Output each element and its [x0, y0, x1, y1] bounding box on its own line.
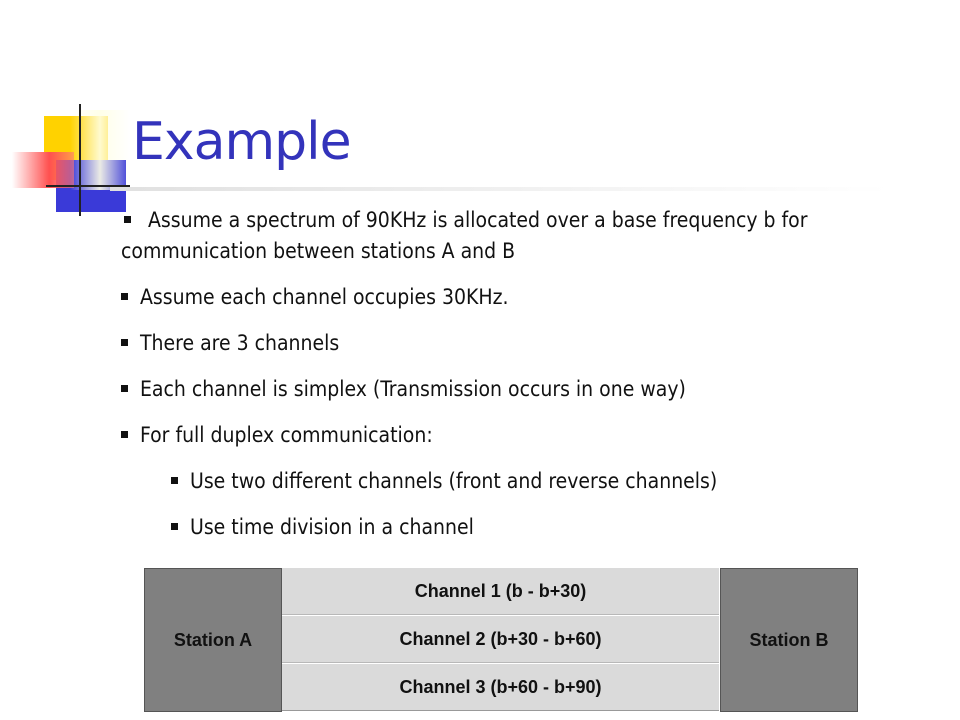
- square-bullet-icon: [121, 339, 128, 346]
- station-a-box: Station A: [144, 568, 282, 712]
- bullet-item: Assume each channel occupies 30KHz.: [121, 282, 941, 313]
- bullet-item: Assume a spectrum of 90KHz is allocated …: [121, 205, 941, 267]
- bullet-text: Assume a spectrum of 90KHz is allocated …: [121, 208, 808, 263]
- channel-2-box: Channel 2 (b+30 - b+60): [282, 616, 719, 663]
- station-b-box: Station B: [720, 568, 858, 712]
- sub-bullet-item: Use time division in a channel: [121, 512, 941, 543]
- channel-3-box: Channel 3 (b+60 - b+90): [282, 664, 719, 711]
- sub-bullet-text: Use time division in a channel: [190, 515, 474, 539]
- page-title: Example: [132, 112, 352, 172]
- square-bullet-icon: [124, 216, 131, 223]
- channel-diagram: Station A Channel 1 (b - b+30) Channel 2…: [144, 568, 858, 712]
- bullet-text: Each channel is simplex (Transmission oc…: [140, 377, 686, 401]
- bullet-text: There are 3 channels: [140, 331, 340, 355]
- square-bullet-icon: [121, 293, 128, 300]
- decor-vertical-line: [79, 104, 81, 216]
- sub-bullet-text: Use two different channels (front and re…: [190, 469, 718, 493]
- title-underline: [110, 187, 890, 191]
- sub-bullet-item: Use two different channels (front and re…: [121, 466, 941, 497]
- channel-1-box: Channel 1 (b - b+30): [282, 568, 719, 615]
- bullet-text: For full duplex communication:: [140, 423, 433, 447]
- bullet-text: Assume each channel occupies 30KHz.: [140, 285, 509, 309]
- square-bullet-icon: [121, 431, 128, 438]
- bullet-item: There are 3 channels: [121, 328, 941, 359]
- bullet-list: Assume a spectrum of 90KHz is allocated …: [121, 205, 941, 558]
- bullet-item: For full duplex communication:: [121, 420, 941, 451]
- decor-red-bar: [12, 152, 74, 188]
- square-bullet-icon: [121, 385, 128, 392]
- square-bullet-icon: [171, 477, 178, 484]
- decor-horizontal-line: [46, 185, 130, 187]
- square-bullet-icon: [171, 523, 178, 530]
- bullet-item: Each channel is simplex (Transmission oc…: [121, 374, 941, 405]
